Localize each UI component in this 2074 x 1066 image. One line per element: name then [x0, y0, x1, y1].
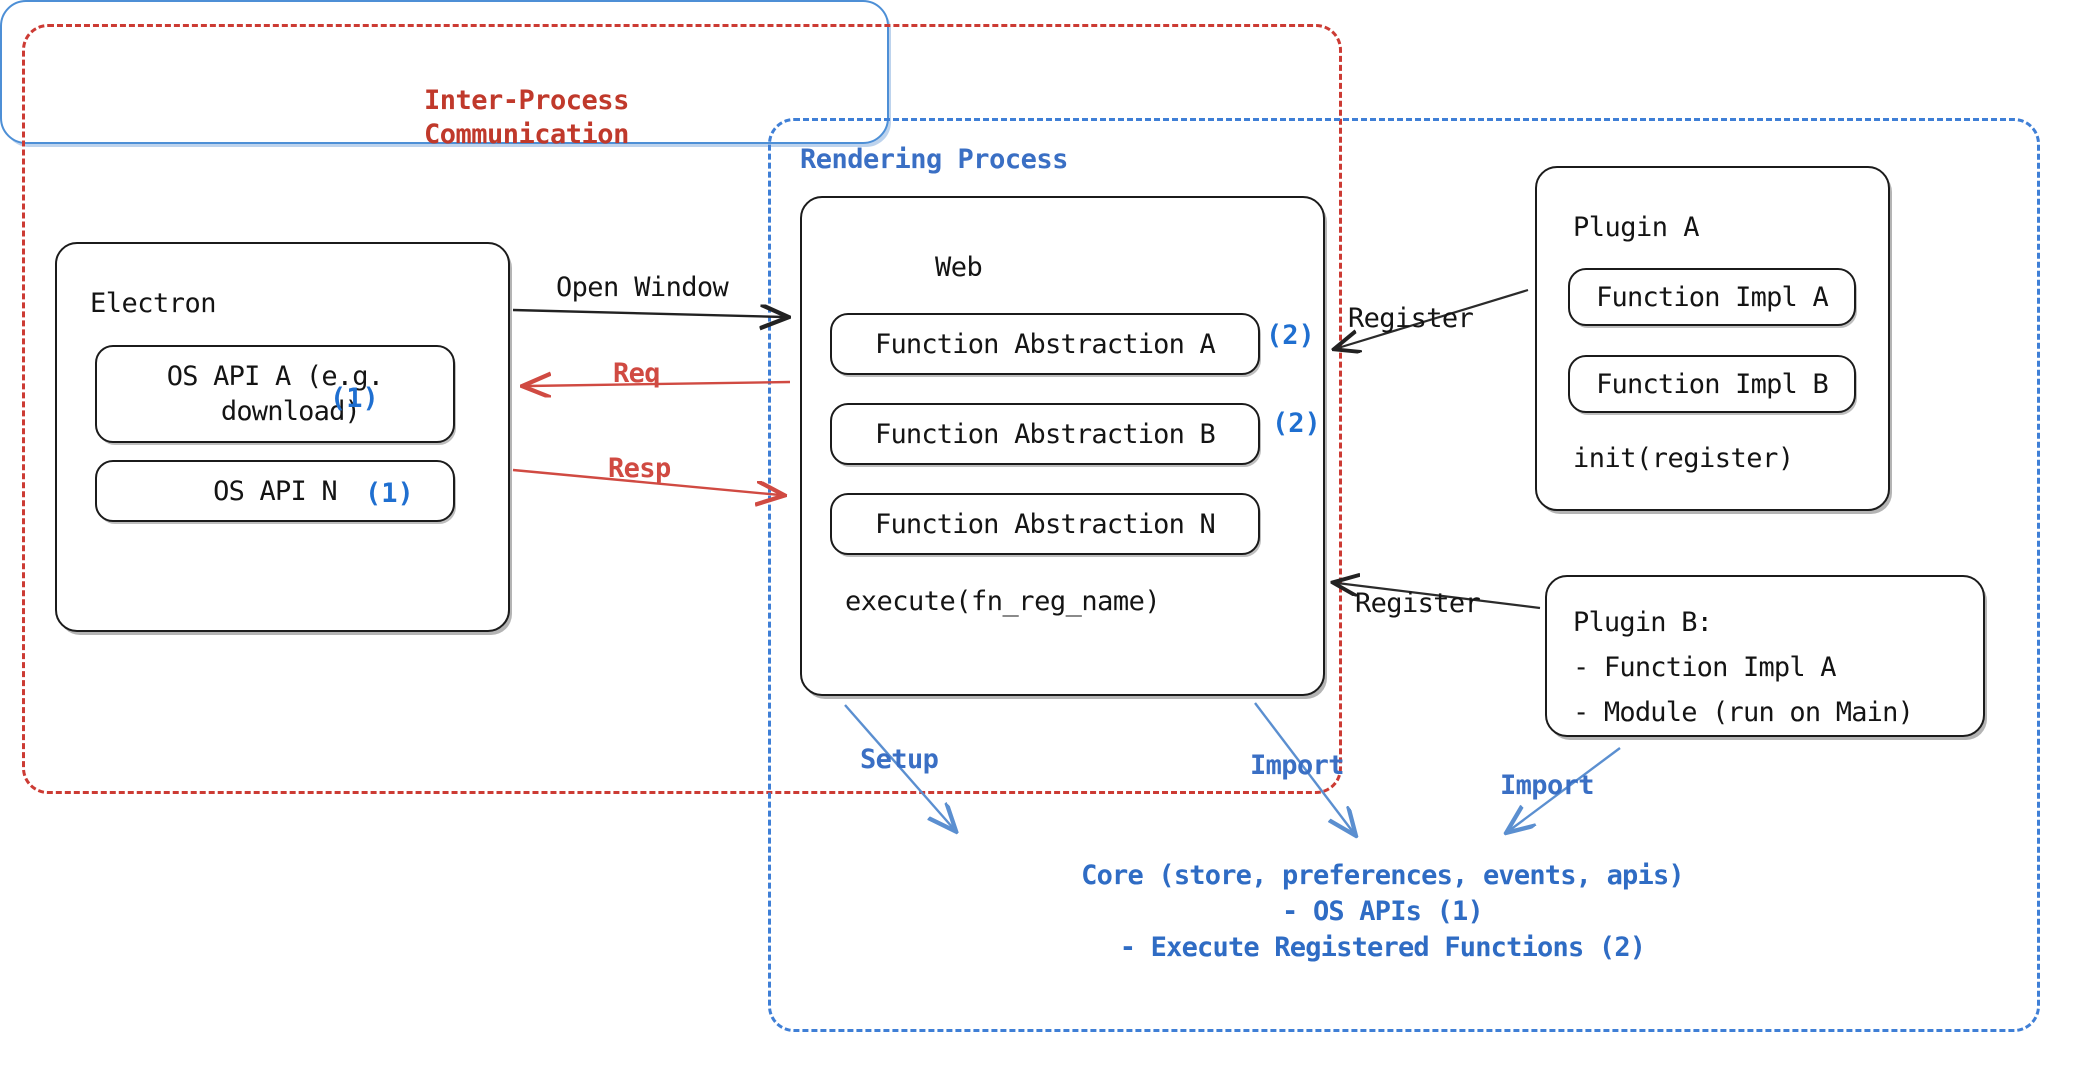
- ipc-zone-boundary: [22, 24, 1342, 794]
- os-api-n-tag: (1): [365, 478, 414, 509]
- edge-label-req: Req: [613, 358, 661, 389]
- plugin-a-init-label: init(register): [1573, 443, 1794, 474]
- edge-label-import-web: Import: [1250, 750, 1345, 781]
- web-title: Web: [935, 252, 983, 283]
- os-api-a-label: OS API A (e.g. download): [166, 361, 384, 427]
- web-execute-label: execute(fn_reg_name): [845, 586, 1161, 617]
- core-text: Core (store, preferences, events, apis) …: [1081, 860, 1685, 963]
- edge-label-setup: Setup: [860, 744, 939, 775]
- function-impl-b-label: Function Impl B: [1596, 368, 1829, 400]
- plugin-b-box: [1545, 575, 1985, 737]
- core-box: [0, 0, 889, 144]
- edge-label-open-window: Open Window: [556, 272, 729, 303]
- function-abstraction-n-box[interactable]: Function Abstraction N: [830, 493, 1260, 555]
- function-impl-a-label: Function Impl A: [1596, 281, 1829, 313]
- rendering-process-zone-boundary: [768, 118, 2040, 1032]
- edge-label-register-plugin-a: Register: [1348, 303, 1474, 334]
- edge-label-resp: Resp: [608, 453, 671, 484]
- plugin-a-title: Plugin A: [1573, 212, 1700, 243]
- function-impl-b-box[interactable]: Function Impl B: [1568, 355, 1856, 413]
- plugin-a-box: [1535, 166, 1890, 511]
- os-api-a-tag: (1): [330, 383, 379, 414]
- os-api-n-box[interactable]: OS API N: [95, 460, 455, 522]
- function-abstraction-b-tag: (2): [1272, 408, 1321, 439]
- plugin-b-text: Plugin B: - Function Impl A - Module (ru…: [1573, 607, 1914, 728]
- rendering-process-zone-label: Rendering Process: [800, 144, 1068, 175]
- function-impl-a-box[interactable]: Function Impl A: [1568, 268, 1856, 326]
- os-api-n-label: OS API N: [213, 475, 337, 507]
- function-abstraction-a-label: Function Abstraction A: [874, 328, 1216, 360]
- edge-label-register-plugin-b: Register: [1355, 588, 1481, 619]
- function-abstraction-b-box[interactable]: Function Abstraction B: [830, 403, 1260, 465]
- os-api-a-box[interactable]: OS API A (e.g. download): [95, 345, 455, 443]
- function-abstraction-b-label: Function Abstraction B: [874, 418, 1216, 450]
- electron-title: Electron: [90, 288, 217, 319]
- ipc-zone-label: Inter-Process Communication: [424, 85, 629, 150]
- edge-label-import-plugin-b: Import: [1500, 770, 1595, 801]
- function-abstraction-a-box[interactable]: Function Abstraction A: [830, 313, 1260, 375]
- function-abstraction-n-label: Function Abstraction N: [874, 508, 1216, 540]
- function-abstraction-a-tag: (2): [1266, 320, 1315, 351]
